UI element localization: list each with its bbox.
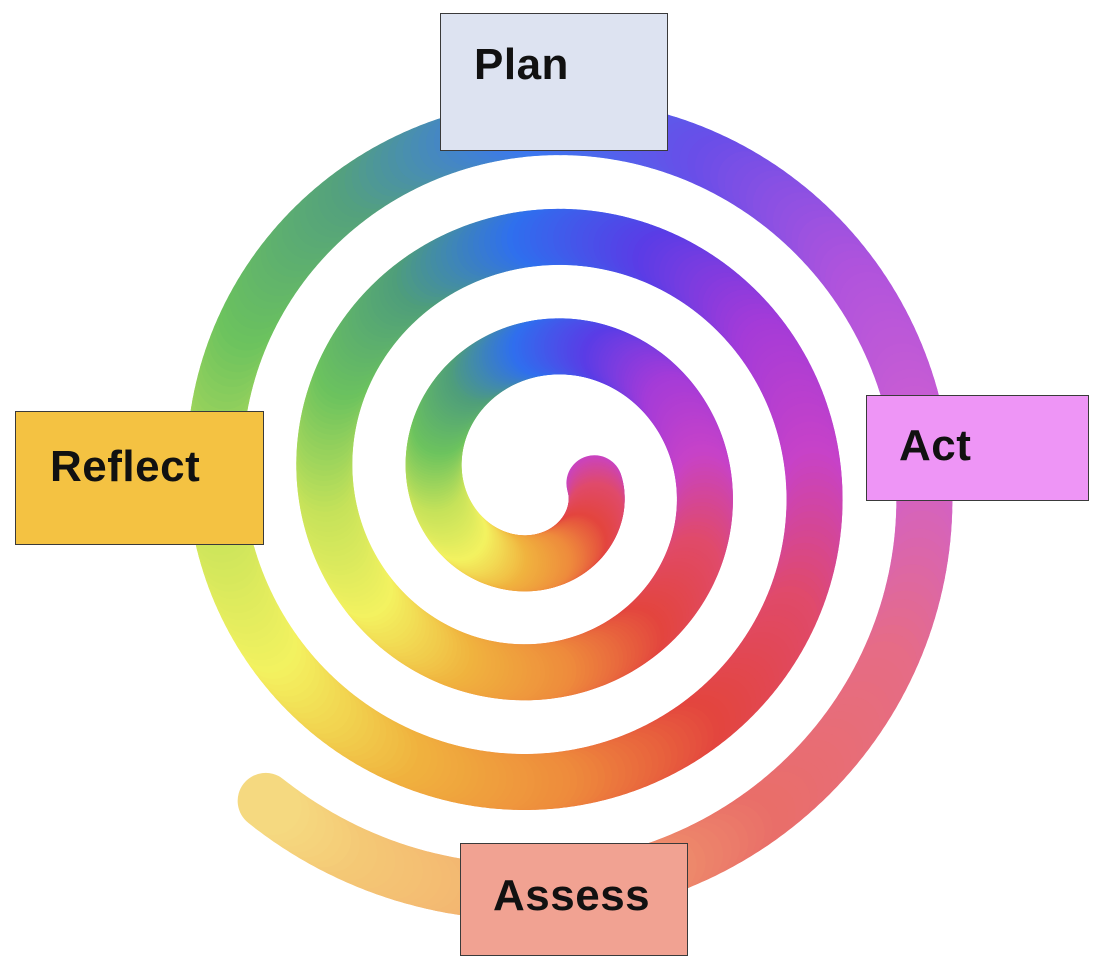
stage-label-act: Act [899,421,971,471]
spiral-segment [266,801,274,807]
stage-box-plan: Plan [440,13,668,151]
stage-label-assess: Assess [493,871,650,921]
stage-box-reflect: Reflect [15,411,264,545]
stage-box-act: Act [866,395,1089,501]
stage-label-plan: Plan [474,40,569,90]
stage-label-reflect: Reflect [50,442,200,492]
stage-box-assess: Assess [460,843,688,956]
